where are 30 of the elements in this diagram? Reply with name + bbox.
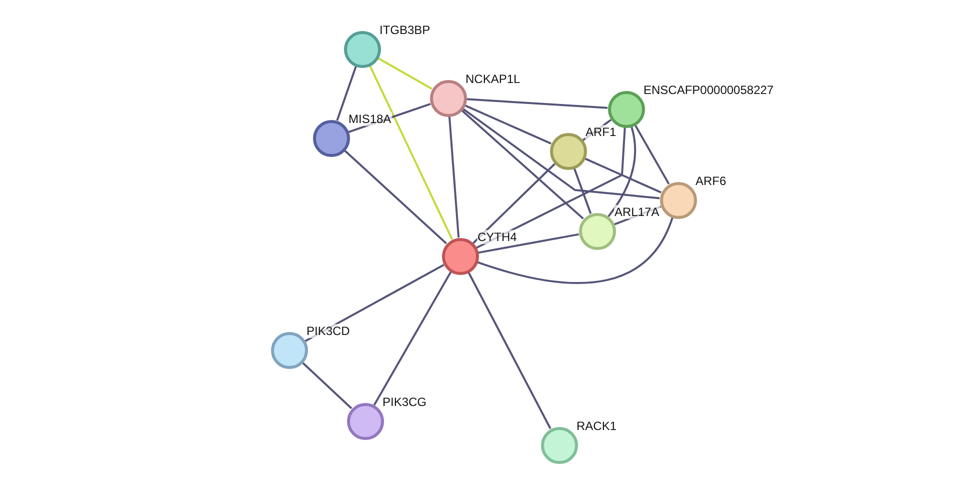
interaction-line [461, 110, 584, 220]
protein-label: MIS18A [348, 112, 392, 126]
interaction-line [462, 108, 660, 200]
protein-label: RACK1 [576, 418, 618, 432]
protein-label: PIK3CD [306, 324, 351, 338]
protein-label: ITGB3BP [378, 22, 432, 36]
protein-label: ARL17A [614, 204, 660, 218]
interaction-line [448, 116, 460, 238]
interaction-line [344, 150, 448, 244]
interaction-line [472, 163, 556, 244]
interaction-line [378, 57, 432, 90]
interaction-line [634, 124, 670, 184]
interaction-line [477, 217, 674, 284]
interaction-line [468, 272, 552, 430]
protein-label: NCKAP1L [464, 72, 522, 86]
interaction-line [466, 98, 608, 109]
interaction-line [369, 65, 453, 240]
protein-label: CYTH4 [476, 230, 518, 244]
interaction-line [478, 233, 579, 254]
protein-label: ARF1 [584, 124, 618, 138]
interaction-line [608, 126, 636, 218]
interaction-line [336, 66, 357, 121]
interaction-line [373, 272, 452, 406]
protein-label: ARF6 [694, 174, 728, 188]
interaction-line [302, 362, 352, 410]
interaction-line [584, 158, 662, 194]
protein-label: PIK3CG [382, 394, 428, 408]
interaction-line [573, 168, 592, 214]
interaction-line [464, 104, 552, 144]
protein-label: ENSCAFP00000058227 [642, 82, 775, 96]
